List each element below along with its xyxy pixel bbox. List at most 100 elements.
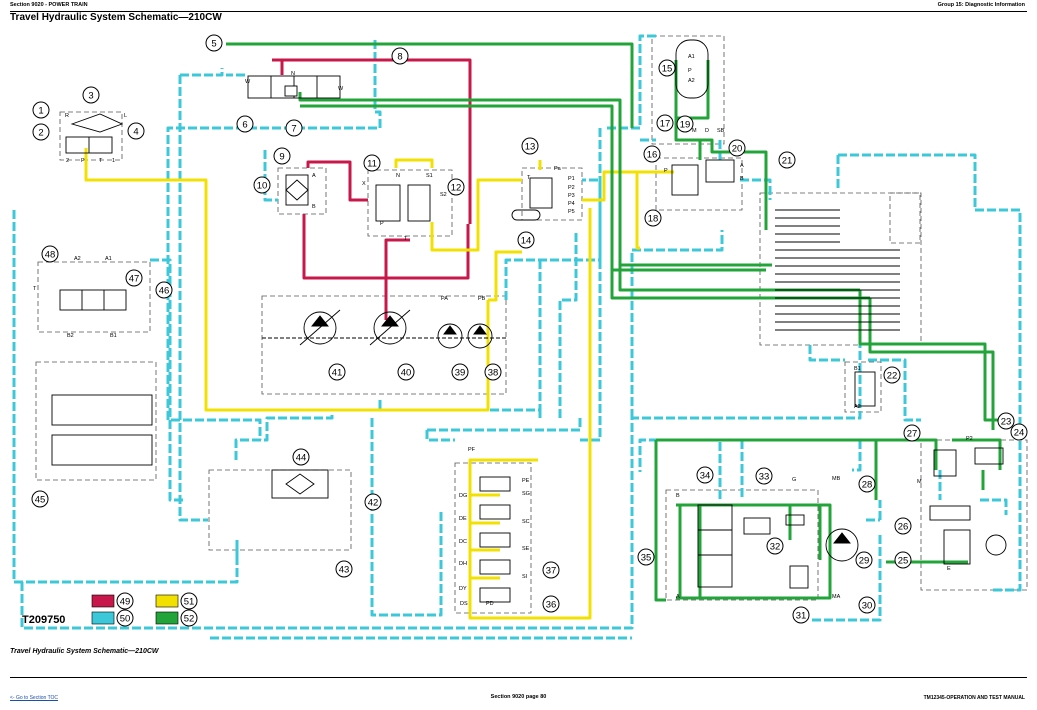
callout-25: 25 bbox=[894, 551, 912, 569]
callout-number: 24 bbox=[1014, 427, 1025, 438]
callout-50: 50 bbox=[116, 609, 134, 627]
valve-stack-frame bbox=[454, 462, 532, 614]
pump-41 bbox=[303, 311, 337, 345]
port-label: T bbox=[33, 286, 37, 292]
callout-30: 30 bbox=[858, 596, 876, 614]
callout-number: 12 bbox=[451, 182, 462, 193]
header-rule bbox=[10, 11, 1027, 12]
manual-name: TM12345-OPERATION AND TEST MANUAL bbox=[923, 695, 1025, 701]
port-label: X bbox=[362, 181, 366, 187]
callout-46: 46 bbox=[155, 281, 173, 299]
port-label: L bbox=[124, 113, 127, 119]
callout-23: 23 bbox=[997, 412, 1015, 430]
port-label: DG bbox=[459, 493, 467, 499]
port-label: P bbox=[688, 68, 692, 74]
port-label: E bbox=[947, 566, 951, 572]
callout-number: 2 bbox=[38, 127, 43, 138]
callout-number: 49 bbox=[120, 596, 131, 607]
callout-4: 4 bbox=[127, 122, 145, 140]
callout-13: 13 bbox=[521, 137, 539, 155]
go-to-toc-link[interactable]: <- Go to Section TOC bbox=[10, 695, 59, 701]
port-label: W bbox=[338, 86, 344, 92]
callout-7: 7 bbox=[285, 119, 303, 137]
callout-42: 42 bbox=[364, 493, 382, 511]
port-label: SI bbox=[522, 574, 528, 580]
callout-29: 29 bbox=[855, 551, 873, 569]
legend-swatch-50 bbox=[91, 611, 115, 625]
return-lines bbox=[12, 34, 1022, 640]
callout-11: 11 bbox=[363, 154, 381, 172]
port-label: PE bbox=[522, 478, 530, 484]
valve-46-spool bbox=[59, 289, 127, 311]
valve-solenoid bbox=[284, 85, 298, 97]
callout-10: 10 bbox=[253, 176, 271, 194]
callout-20: 20 bbox=[728, 139, 746, 157]
callout-37: 37 bbox=[542, 561, 560, 579]
accumulator-15 bbox=[675, 39, 709, 99]
port-label: M bbox=[917, 479, 922, 485]
port-label: D bbox=[705, 128, 709, 134]
pump-38 bbox=[467, 323, 493, 349]
transmission-pump bbox=[985, 534, 1007, 556]
callout-number: 50 bbox=[120, 613, 131, 624]
callout-number: 28 bbox=[862, 479, 873, 490]
port-label: PB bbox=[478, 296, 486, 302]
cylinder-31 bbox=[789, 565, 809, 589]
callout-number: 42 bbox=[368, 497, 379, 508]
header-section: Section 9020 - POWER TRAIN bbox=[10, 2, 88, 8]
valve-20-body bbox=[705, 159, 735, 183]
figure-id: T209750 bbox=[22, 614, 66, 626]
callout-27: 27 bbox=[903, 424, 921, 442]
port-label: A1 bbox=[105, 256, 112, 262]
callout-number: 16 bbox=[647, 149, 658, 160]
port-label: P1 bbox=[568, 176, 575, 182]
callout-number: 29 bbox=[859, 555, 870, 566]
callout-39: 39 bbox=[451, 363, 469, 381]
callout-26: 26 bbox=[894, 517, 912, 535]
callout-52: 52 bbox=[180, 609, 198, 627]
color-legend bbox=[91, 594, 179, 625]
port-label: B bbox=[676, 493, 680, 499]
stack-valve-4 bbox=[479, 559, 511, 575]
port-label: PD bbox=[486, 601, 494, 607]
callout-9: 9 bbox=[273, 147, 291, 165]
port-label: P4 bbox=[568, 201, 575, 207]
callout-number: 1 bbox=[38, 105, 43, 116]
valve-19-body bbox=[671, 164, 699, 196]
callout-number: 21 bbox=[782, 155, 793, 166]
port-label: G bbox=[792, 477, 796, 483]
callout-number: 33 bbox=[759, 471, 770, 482]
callout-5: 5 bbox=[205, 34, 223, 52]
callout-number: 30 bbox=[862, 600, 873, 611]
valve-20-frame bbox=[655, 157, 743, 211]
callout-2: 2 bbox=[32, 123, 50, 141]
port-label: SE bbox=[522, 546, 530, 552]
solenoid-valve-11 bbox=[375, 184, 401, 222]
port-label: A2 bbox=[688, 78, 695, 84]
port-label: PF bbox=[468, 447, 476, 453]
port-label: MB bbox=[832, 476, 841, 482]
callout-number: 25 bbox=[898, 555, 909, 566]
brake-26 bbox=[929, 505, 971, 521]
port-label: P3 bbox=[568, 193, 575, 199]
port-label: SB bbox=[717, 128, 725, 134]
port-label: A bbox=[312, 173, 316, 179]
callout-number: 4 bbox=[133, 126, 138, 137]
callout-number: 36 bbox=[546, 599, 557, 610]
callout-number: 7 bbox=[291, 123, 296, 134]
callout-number: 6 bbox=[242, 119, 247, 130]
pump-group-frame bbox=[261, 295, 507, 395]
port-label: B bbox=[740, 176, 744, 182]
hydraulic-lines bbox=[12, 34, 1022, 640]
port-label: Pa bbox=[554, 166, 562, 172]
return-filter-44 bbox=[271, 469, 329, 499]
figure-caption: Travel Hydraulic System Schematic—210CW bbox=[10, 648, 159, 655]
valve-45-body-lower bbox=[51, 434, 153, 466]
callout-48: 48 bbox=[41, 245, 59, 263]
port-label: P bbox=[664, 168, 668, 174]
port-label: DH bbox=[459, 561, 467, 567]
callout-49: 49 bbox=[116, 592, 134, 610]
callout-6: 6 bbox=[236, 115, 254, 133]
